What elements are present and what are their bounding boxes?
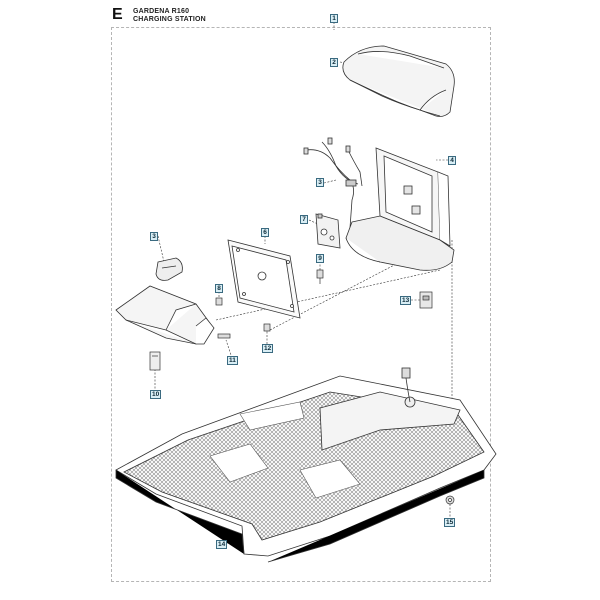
callout-15: 15: [444, 518, 456, 527]
station-body-part: [345, 147, 455, 271]
assembly-boundary-frame: [111, 27, 491, 582]
callout-11: 11: [227, 356, 238, 365]
callout-7: 7: [300, 215, 308, 224]
clip-part: [155, 257, 183, 281]
callout-2: 2: [330, 58, 338, 67]
bracket-part: [315, 213, 341, 249]
cable-harness-part: [303, 137, 363, 229]
callout-13: 13: [400, 296, 412, 305]
callout-14: 14: [216, 540, 228, 549]
callout-9: 9: [316, 254, 324, 263]
callout-3-harness: 3: [316, 178, 324, 187]
connector-part: [419, 291, 433, 309]
base-plate-part: [115, 367, 497, 563]
wedge-cover-part: [115, 285, 215, 345]
callout-6: 6: [261, 228, 269, 237]
screw-part-9: [316, 269, 324, 284]
model-title: GARDENA R160: [133, 8, 190, 15]
callout-1: 1: [330, 14, 338, 23]
callout-10: 10: [150, 390, 162, 399]
nut-part: [445, 495, 455, 505]
top-cover-part: [342, 45, 455, 117]
callout-4: 4: [448, 156, 456, 165]
assembly-subtitle: CHARGING STATION: [133, 16, 206, 23]
section-letter: E: [112, 6, 123, 23]
callout-12: 12: [262, 344, 274, 353]
peg-part: [149, 351, 161, 371]
callout-8: 8: [215, 284, 223, 293]
mounting-plate-part: [227, 239, 301, 319]
screw-part-8: [215, 297, 223, 306]
pin-part: [217, 333, 231, 339]
callout-3-clip: 3: [150, 232, 158, 241]
screw-part-12: [263, 323, 271, 332]
